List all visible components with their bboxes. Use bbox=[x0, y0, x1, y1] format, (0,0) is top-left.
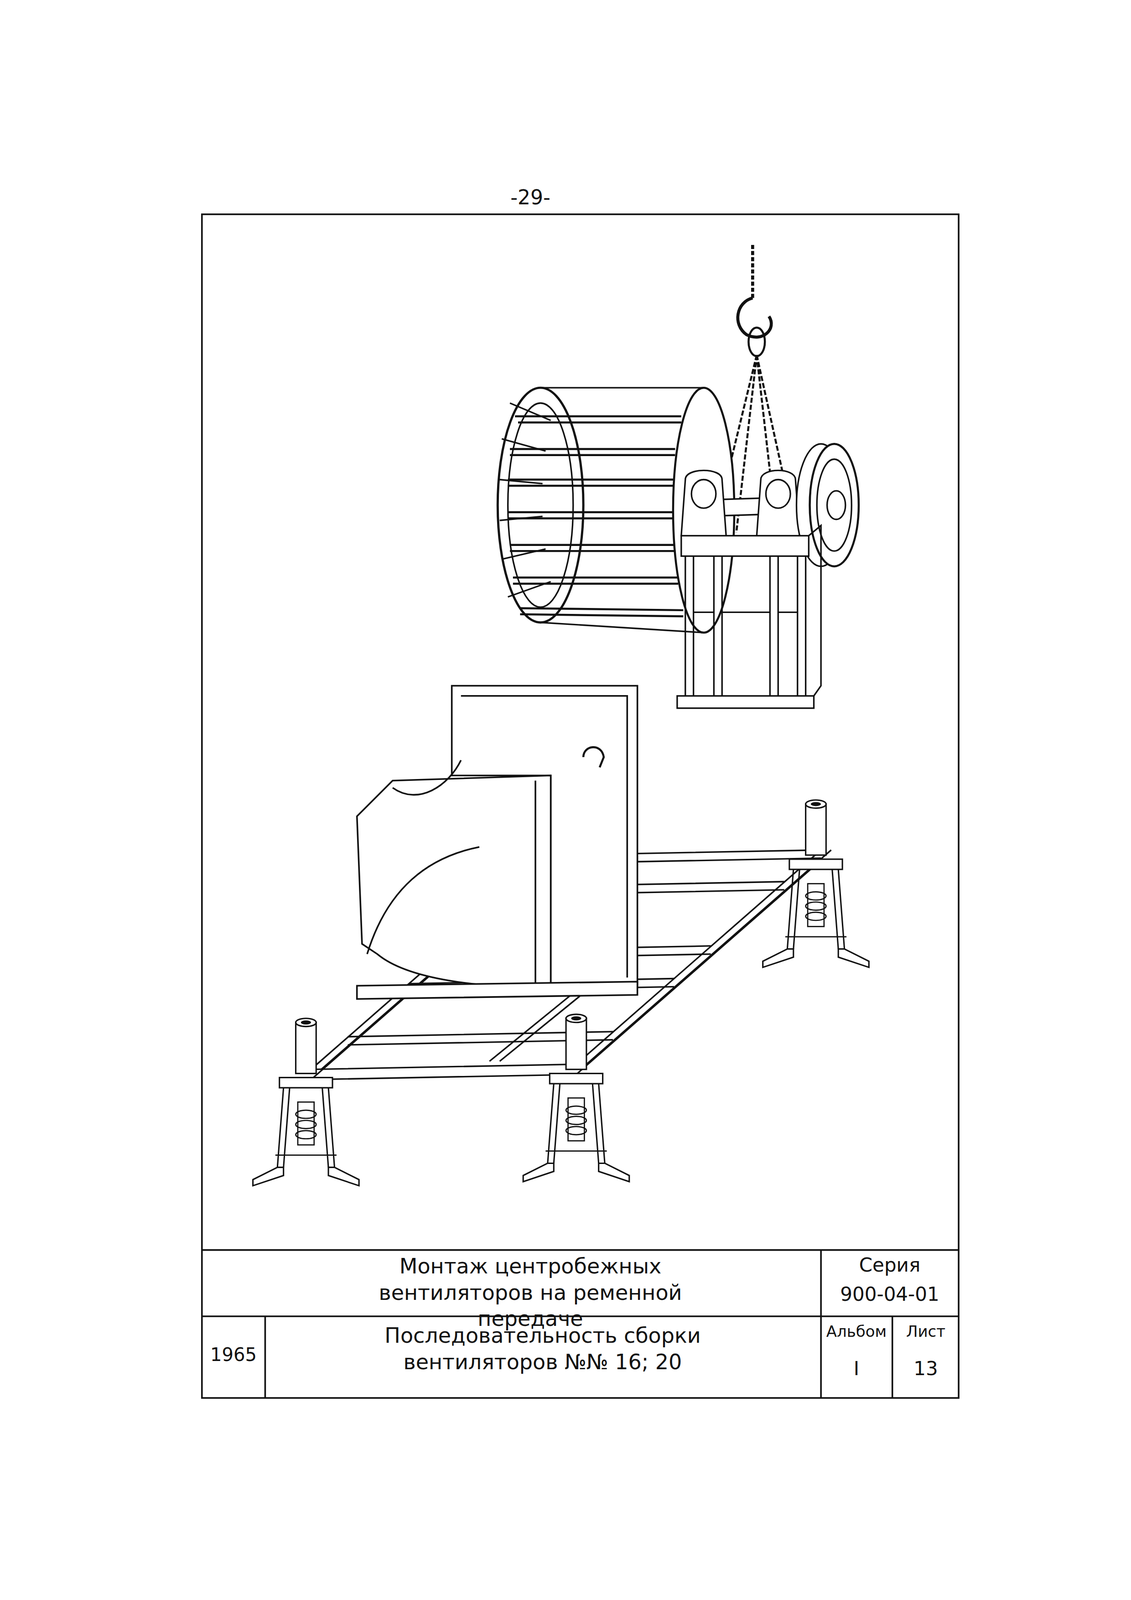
stand-top-plate bbox=[681, 535, 810, 557]
stand-brace bbox=[693, 611, 798, 613]
series-label: Серия bbox=[823, 1253, 956, 1278]
title-block-line bbox=[264, 1316, 267, 1398]
housing-base-angle bbox=[357, 981, 638, 999]
frame-border bbox=[202, 214, 959, 1398]
scroll-curve bbox=[367, 846, 480, 955]
title-block-line bbox=[202, 1249, 959, 1251]
year: 1965 bbox=[203, 1343, 264, 1366]
stand-side bbox=[808, 525, 821, 696]
album-number: I bbox=[822, 1356, 891, 1381]
sheet-subtitle: Последовательность сборки вентиляторов №… bbox=[337, 1322, 748, 1375]
stand-post bbox=[685, 555, 806, 696]
sheet-title: Монтаж центробежных вентиляторов на реме… bbox=[334, 1253, 727, 1333]
impeller-blade bbox=[508, 416, 684, 617]
impeller-rim bbox=[508, 403, 574, 608]
album-label: Альбом bbox=[822, 1321, 891, 1342]
jack-support bbox=[253, 1018, 360, 1186]
inlet-cutout bbox=[392, 760, 462, 795]
pulley bbox=[809, 443, 859, 566]
series-number: 900-04-01 bbox=[823, 1282, 956, 1307]
housing-side-panel bbox=[357, 775, 551, 988]
bearing-cap bbox=[691, 479, 716, 509]
frame-cross-member bbox=[311, 1063, 576, 1080]
impeller bbox=[497, 387, 735, 633]
bearing bbox=[681, 470, 727, 536]
bearing-stand bbox=[677, 525, 821, 708]
bearing-cap bbox=[765, 479, 791, 509]
title-block-line bbox=[819, 1250, 822, 1398]
sling-ring bbox=[748, 327, 765, 357]
page-number: -29- bbox=[471, 184, 590, 210]
sheet-label: Лист bbox=[893, 1321, 958, 1342]
housing-lug bbox=[583, 747, 604, 768]
pulley-groove bbox=[816, 459, 852, 551]
housing-edge bbox=[534, 780, 537, 986]
impeller-outline bbox=[540, 622, 704, 633]
hook bbox=[737, 297, 772, 338]
sheet-number: 13 bbox=[893, 1356, 958, 1381]
jack-support bbox=[762, 799, 870, 968]
stand-base bbox=[677, 695, 815, 709]
impeller-rim bbox=[497, 387, 584, 623]
shaft-assembly bbox=[681, 443, 859, 566]
fan-housing bbox=[357, 685, 638, 999]
hoist-chain bbox=[751, 244, 755, 298]
title-block-line bbox=[891, 1316, 894, 1398]
jack-support bbox=[523, 1014, 630, 1182]
impeller-outline bbox=[540, 386, 704, 389]
sheet-frame bbox=[202, 214, 959, 1398]
pulley-hub bbox=[827, 490, 846, 520]
bearing bbox=[756, 470, 800, 536]
